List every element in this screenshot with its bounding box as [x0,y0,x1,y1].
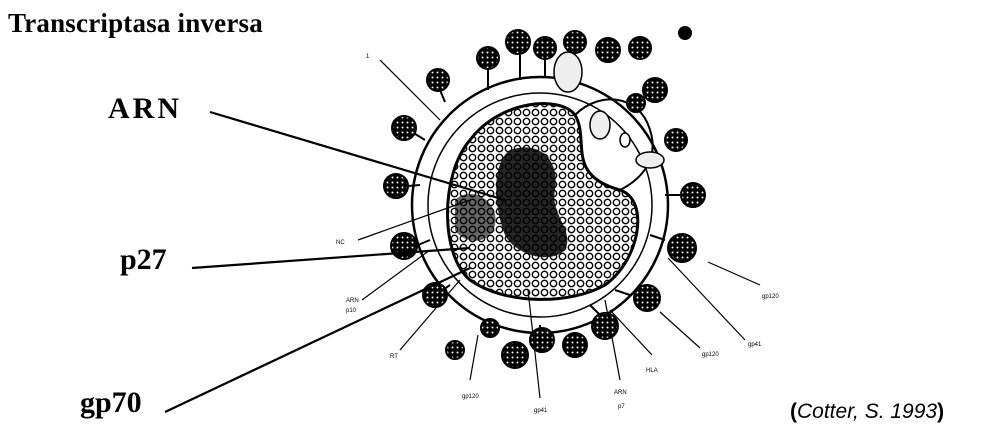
inner-label-gp41-bottom: gp41 [534,408,548,414]
label-p27: p27 [120,243,167,277]
inner-label-gp120-far: gp120 [762,294,779,300]
inner-label-1: 1 [366,54,370,60]
citation: (Cotter, S. 1993) [790,400,944,424]
inner-label-gp41-right: gp41 [748,342,762,348]
top-blob [678,26,692,40]
inner-label-nc: NC [336,240,345,246]
label-gp70: gp70 [80,386,142,420]
inner-label-hla: HLA [646,368,658,374]
citation-close: ) [937,400,944,423]
inner-label-gp120-left: gp120 [462,394,479,400]
inner-label-rt: RT [390,354,398,360]
inner-label-gp120-right: gp120 [702,352,719,358]
inner-label-arn-bottom: ARN [614,390,627,396]
inner-label-p10: p10 [346,308,357,314]
citation-open: ( [790,400,797,423]
citation-reference: Cotter, S. 1993 [797,400,937,423]
label-arn: ARN [108,92,182,126]
inner-label-p7: p7 [618,404,625,410]
inner-label-arn: ARN [346,298,359,304]
